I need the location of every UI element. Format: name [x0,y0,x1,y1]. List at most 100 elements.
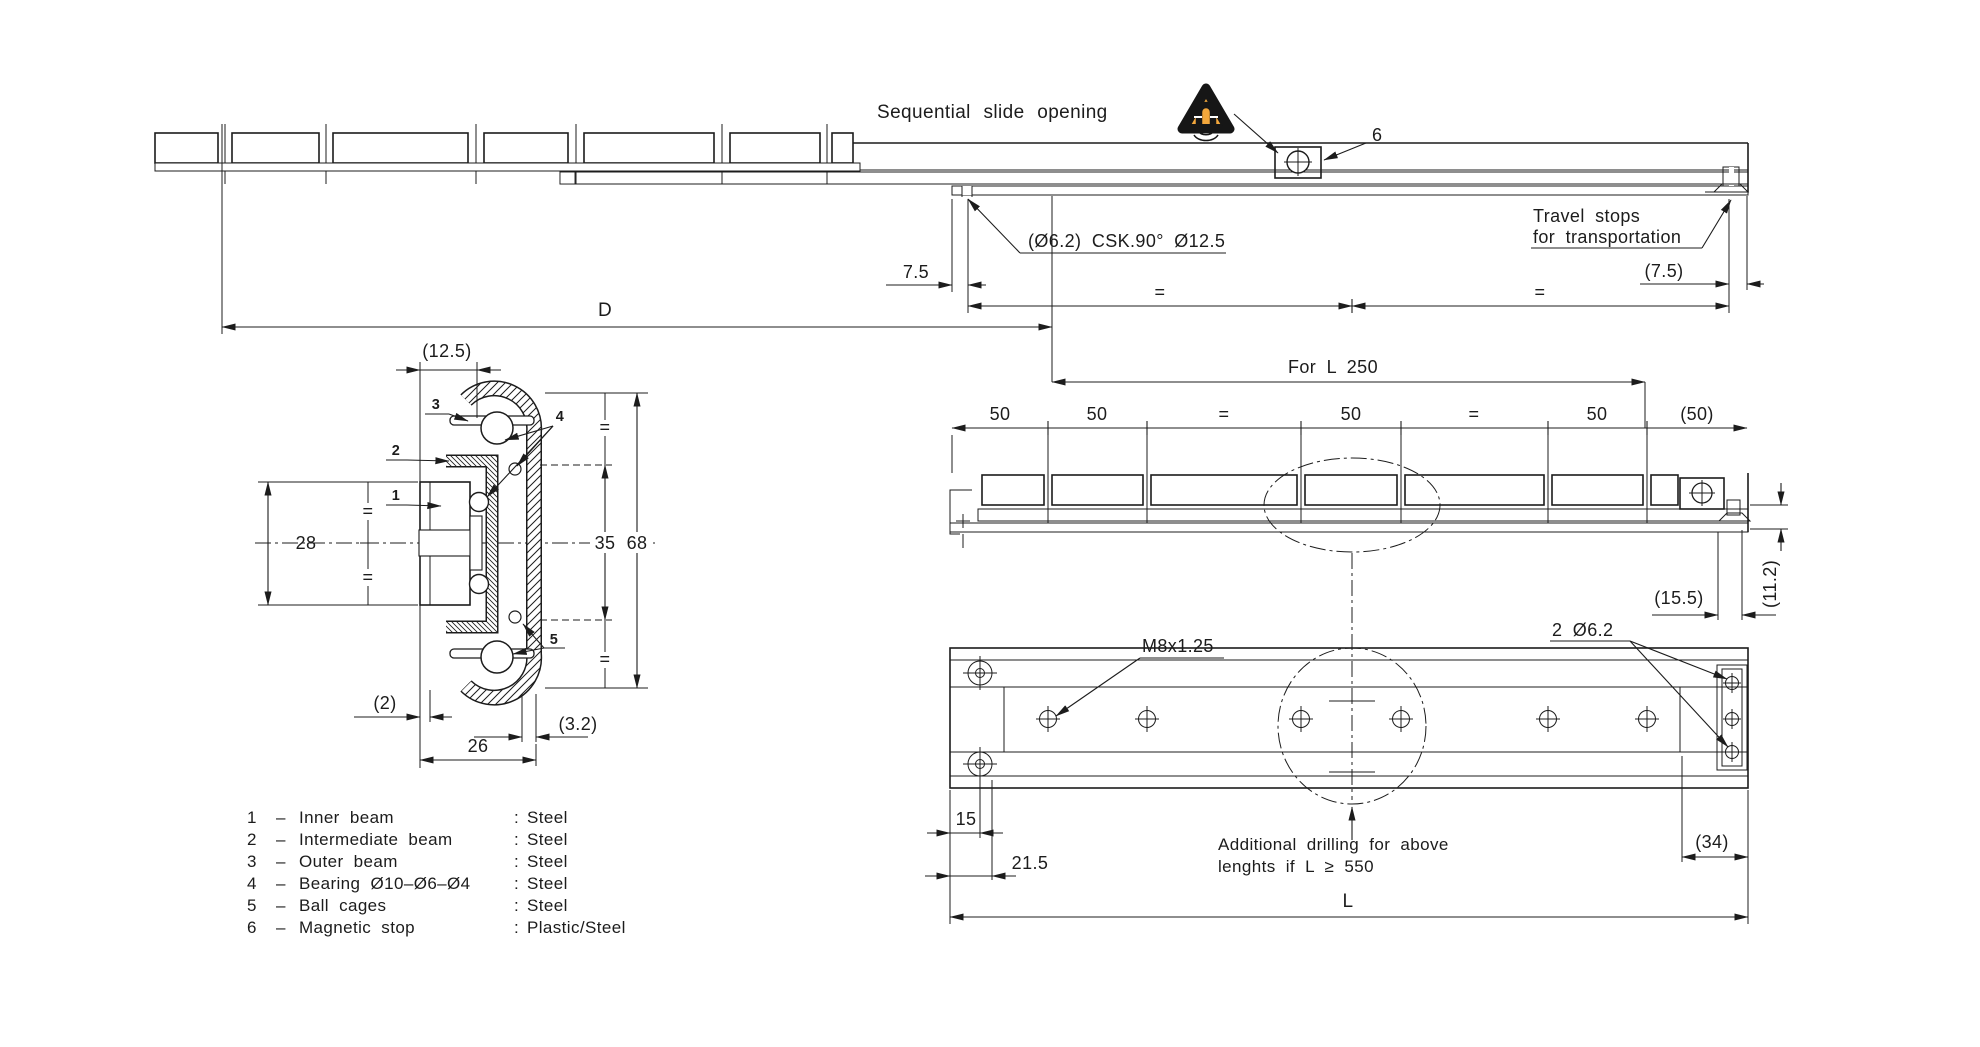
dim-50-d: 50 [1587,404,1608,424]
holes-label: 2 Ø6.2 [1552,620,1613,640]
legend-colon: : [514,852,519,871]
legend-name: Intermediate beam [299,830,453,849]
dim-28-text: 28 [296,533,317,553]
legend-dash: – [276,808,286,827]
dim-34-text: (34) [1695,832,1729,852]
legend-name: Bearing Ø10–Ø6–Ø4 [299,874,471,893]
legend-num: 3 [247,852,257,871]
legend-row-3: 3 – Outer beam : Steel [247,852,568,871]
dim-21-5: 21.5 [925,780,1048,880]
ref-5: 5 [550,632,558,648]
legend-material: Steel [527,852,568,871]
countersink-label: (Ø6.2) CSK.90° Ø12.5 [1028,231,1225,251]
top-view-extended-slide: Sequential slide opening 6 (Ø6.2) CSK.90… [154,83,1764,382]
dim-7-5-ref: (7.5) [1640,196,1764,290]
legend-num: 6 [247,918,257,937]
detail-ellipse-bottom [1277,647,1427,805]
ref-3: 3 [432,397,440,413]
dim-11-2: (11.2) [1750,483,1788,608]
dim-D-text: D [598,300,612,321]
inner-beam-section [418,481,483,606]
side-view-closed-slide: For L 250 50 50 = 50 = 50 (50) [949,357,1788,800]
legend-name: Ball cages [299,896,386,915]
dim-3-2-text: (3.2) [558,714,597,734]
dim-26-text: 26 [468,736,489,756]
dim-equal-halves: = = [967,199,1730,313]
eq-outer-top: = [600,417,611,437]
intermediate-beam-strip [559,171,1749,185]
dim-12-5-text: (12.5) [422,341,471,361]
inner-beam-segments [154,124,861,184]
dim-7-5-ref-text: (7.5) [1644,261,1683,281]
legend-colon: : [514,808,519,827]
equal-sign-right: = [1535,282,1546,302]
legend-row-5: 5 – Ball cages : Steel [247,896,568,915]
legend-colon: : [514,918,519,937]
legend-dash: – [276,852,286,871]
for-l-250-text: For L 250 [1288,357,1378,377]
for-l-250-bracket: For L 250 [1051,357,1646,428]
legend-num: 4 [247,874,257,893]
legend-colon: : [514,896,519,915]
travel-stop-stud [1712,166,1750,193]
legend: 1 – Inner beam : Steel 2 – Intermediate … [247,808,626,937]
drilling-note-line2: lenghts if L ≥ 550 [1218,857,1374,876]
legend-dash: – [276,896,286,915]
section-part-refs: 3 4 2 1 5 [386,397,565,655]
dim-15-text: 15 [956,809,977,829]
dim-7-5-text: 7.5 [903,262,929,282]
legend-dash: – [276,918,286,937]
part-ref-6: 6 [1372,125,1382,145]
icon-leader-line [1233,113,1279,154]
dim-50-c: 50 [1341,404,1362,424]
legend-material: Steel [527,874,568,893]
dim-12-5: (12.5) [396,341,501,418]
magnetic-stop-block [1274,146,1322,179]
drilling-note-line1: Additional drilling for above [1218,835,1449,854]
legend-material: Steel [527,896,568,915]
inner-beam-flange [1003,686,1681,753]
countersunk-hole-mark [961,186,973,197]
m8-mounting-holes [1036,706,1659,732]
dim-26: 26 [419,736,537,766]
legend-name: Magnetic stop [299,918,415,937]
legend-dash: – [276,830,286,849]
holes-callout: 2 Ø6.2 [1550,620,1729,748]
legend-row-6: 6 – Magnetic stop : Plastic/Steel [247,918,626,937]
eq-inner-top: = [363,501,374,521]
outer-beam-lower-strip [951,185,1749,196]
travel-stops-line1: Travel stops [1533,206,1640,226]
dim-eq-a: = [1219,404,1230,424]
equal-sign-left: = [1155,282,1166,302]
eq-inner-bottom: = [363,567,374,587]
legend-name: Inner beam [299,808,394,827]
legend-row-4: 4 – Bearing Ø10–Ø6–Ø4 : Steel [247,874,568,893]
dim-L-text: L [1343,891,1354,912]
ref-4: 4 [556,409,564,425]
dim-28: 28 = = [258,481,418,606]
dim-50-a: 50 [990,404,1011,424]
dim-50-ref: (50) [1680,404,1714,424]
dim-68-text: 68 [627,533,648,553]
countersink-callout: (Ø6.2) CSK.90° Ø12.5 [967,198,1226,254]
legend-dash: – [276,874,286,893]
cross-section-view: 3 4 2 1 5 (12.5) [255,341,655,768]
legend-colon: : [514,830,519,849]
left-target-marks [963,656,997,781]
intermediate-beam-hatch [446,456,497,632]
dim-50-b: 50 [1087,404,1108,424]
legend-colon: : [514,874,519,893]
dim-11-2-text: (11.2) [1760,560,1780,608]
hole-spacing-dimensions: 50 50 = 50 = 50 (50) [951,404,1748,523]
legend-material: Steel [527,830,568,849]
legend-material: Plastic/Steel [527,918,626,937]
additional-drilling-note: Additional drilling for above lenghts if… [1218,806,1449,876]
dim-2-text: (2) [373,693,396,713]
thread-label: M8x1.25 [1142,636,1214,656]
ref-1: 1 [392,488,400,504]
legend-material: Steel [527,808,568,827]
ref-2: 2 [392,443,400,459]
legend-row-1: 1 – Inner beam : Steel [247,808,568,827]
